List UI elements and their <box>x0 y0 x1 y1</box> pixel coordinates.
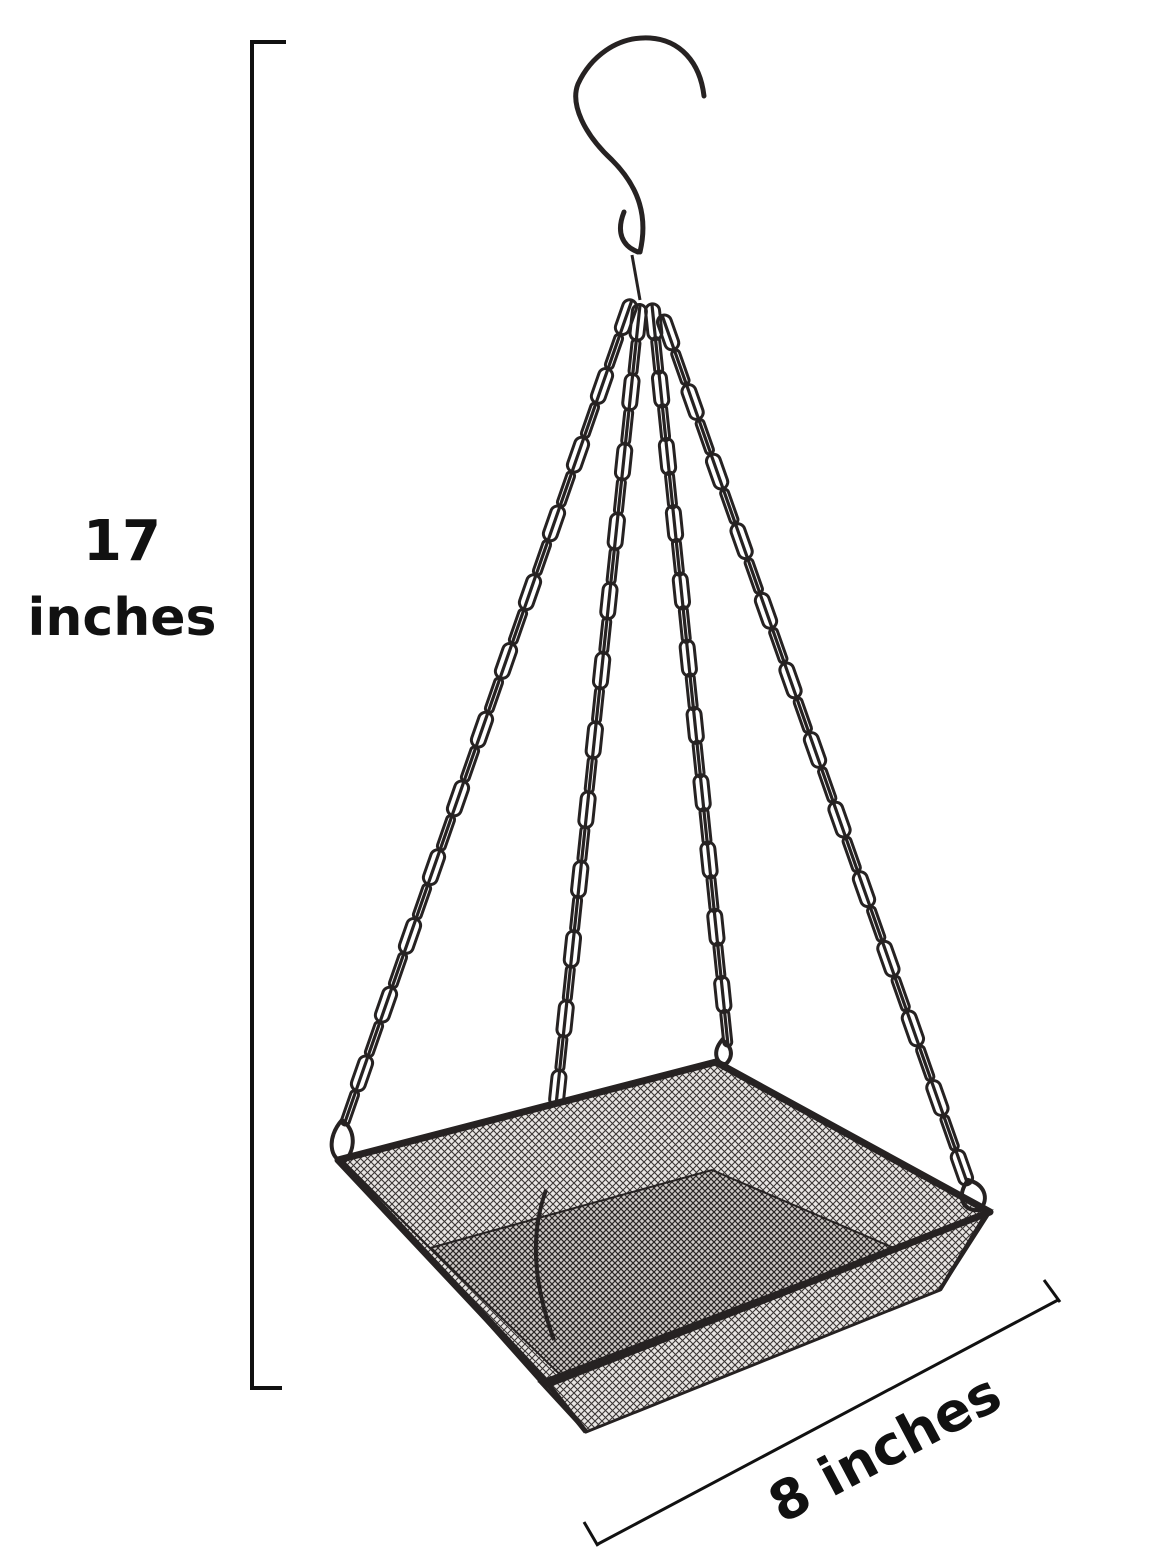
chain-link <box>706 907 726 947</box>
chain-link <box>650 336 665 375</box>
chain-link <box>678 638 698 678</box>
chain-link <box>650 369 671 409</box>
mesh-tray <box>329 1037 994 1434</box>
chain-link <box>677 605 692 644</box>
chain-link <box>698 806 713 846</box>
chain-link <box>644 302 664 342</box>
height-dimension-bracket <box>250 40 286 1390</box>
height-label-unit: inches <box>28 588 217 648</box>
height-label-number: 17 <box>83 509 161 574</box>
chain-link <box>671 571 692 611</box>
chain-link <box>713 975 733 1014</box>
chain-link <box>692 773 712 813</box>
width-label: 8 inches <box>759 1361 1012 1535</box>
chain-link <box>712 941 727 981</box>
chain-link <box>339 1089 361 1127</box>
chain-link <box>684 672 699 712</box>
chain-link <box>949 1148 975 1187</box>
chain-link <box>670 537 685 577</box>
chain-link <box>657 403 672 443</box>
chain-link <box>691 739 706 779</box>
s-hook <box>573 35 707 255</box>
width-dimension-bracket <box>582 1279 1062 1547</box>
chain-link <box>664 470 678 510</box>
chain-link <box>664 504 685 544</box>
chain-link <box>685 706 705 745</box>
chain-link <box>699 840 719 880</box>
chain-link <box>705 874 720 914</box>
chain-link <box>657 436 678 476</box>
